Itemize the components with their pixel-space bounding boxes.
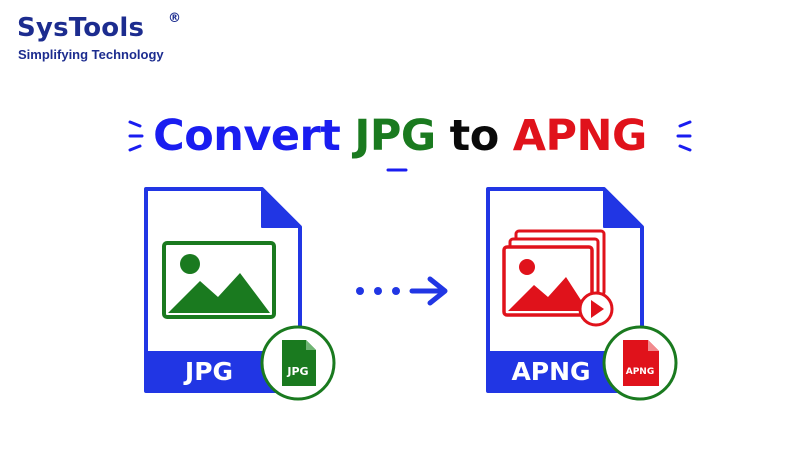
image-icon [162,241,276,319]
jpg-badge-label: JPG [287,365,309,378]
title-apng: APNG [512,111,648,161]
title-convert: Convert [153,111,341,161]
apng-file-card [486,187,678,401]
jpg-card-label: JPG [184,357,234,386]
brand-logo: SysTools ® Simplifying Technology [17,12,187,72]
brand-tagline: Simplifying Technology [18,47,164,62]
decor-lines-right-icon [676,120,692,152]
brand-name: SysTools [17,13,145,43]
decor-lines-left-icon [128,120,144,152]
title-jpg: JPG [354,111,436,161]
animated-image-icon [502,229,614,327]
jpg-file-card [144,187,336,401]
apng-badge-label: APNG [625,367,655,377]
arrow-right-icon [356,276,448,306]
apng-card-label: APNG [511,357,591,386]
title-to: to [449,111,500,161]
registered-mark: ® [168,11,181,26]
title-underline-icon [386,168,408,172]
